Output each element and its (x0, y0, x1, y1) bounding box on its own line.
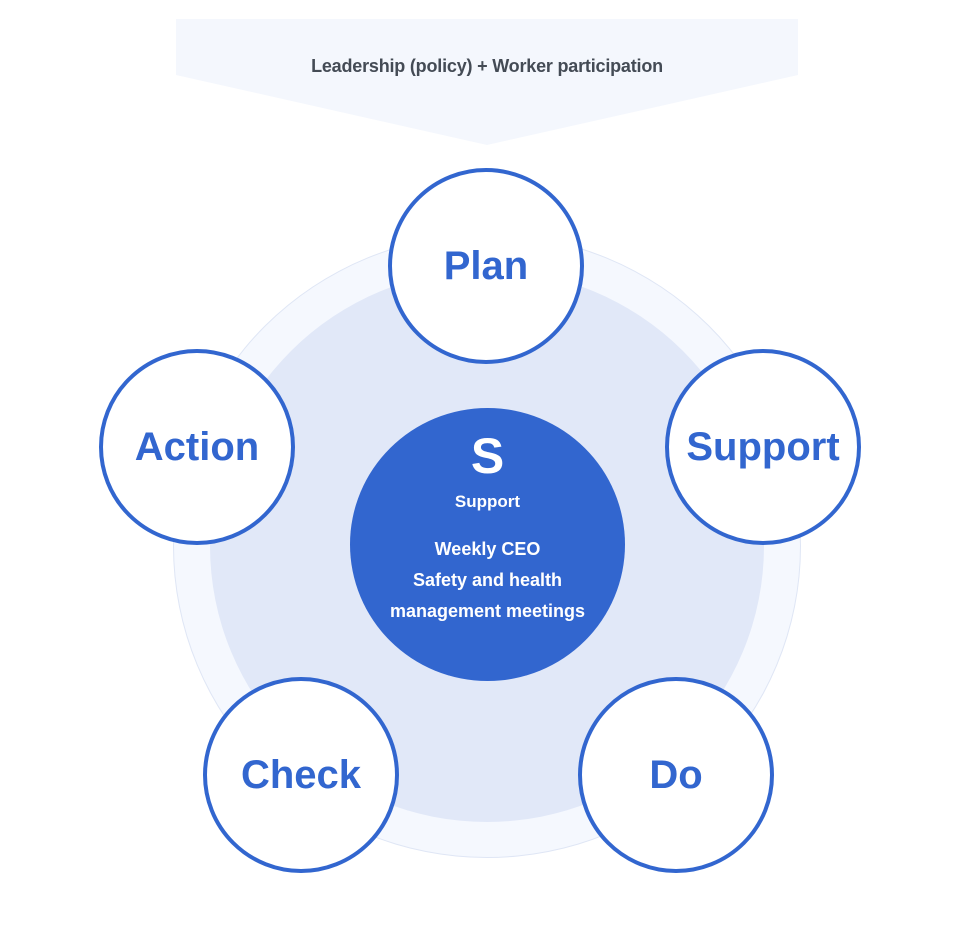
banner-text: Leadership (policy) + Worker participati… (311, 56, 663, 76)
node-plan-label: Plan (443, 243, 529, 288)
center-description: Weekly CEO Safety and health management … (350, 534, 625, 627)
node-support-label: Support (686, 424, 840, 469)
node-action: Action (99, 349, 295, 545)
node-check: Check (203, 677, 399, 873)
center-line-3: management meetings (389, 601, 586, 621)
banner-arrow-shape (176, 19, 798, 145)
center-circle: S Support Weekly CEO Safety and health m… (350, 408, 625, 681)
node-check-label: Check (240, 752, 362, 797)
center-title: Support (454, 492, 521, 511)
s-logo-icon: S (470, 428, 505, 484)
node-action-label: Action (134, 424, 260, 469)
node-do-label: Do (649, 752, 703, 797)
policy-banner: Leadership (policy) + Worker participati… (0, 0, 973, 150)
center-line-1: Weekly CEO (434, 539, 541, 559)
node-plan: Plan (388, 168, 584, 364)
node-support: Support (665, 349, 861, 545)
node-do: Do (578, 677, 774, 873)
center-line-2: Safety and health (412, 570, 563, 590)
